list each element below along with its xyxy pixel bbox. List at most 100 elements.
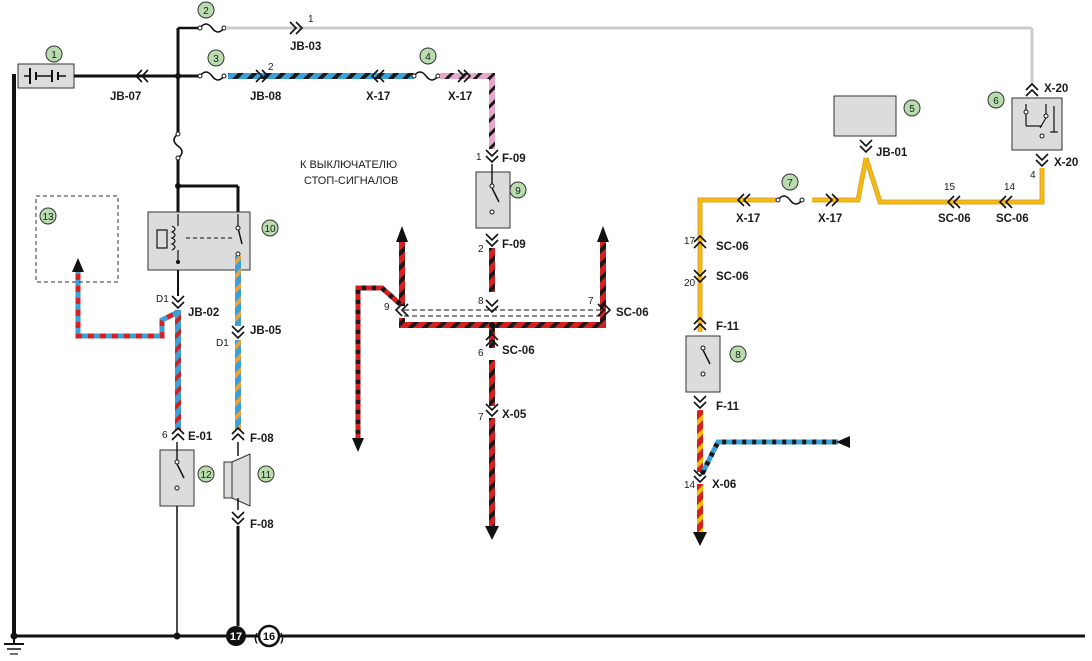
connector-x05 [485,403,499,418]
svg-text:4: 4 [1030,170,1036,181]
svg-text:X-06: X-06 [712,479,736,491]
wire-f11-x06 [697,410,703,472]
svg-text:X-17: X-17 [448,91,472,103]
svg-text:1: 1 [476,152,482,163]
connector-sc06-20 [693,269,707,284]
badge-5: 5 [903,99,921,117]
svg-text:5: 5 [909,104,915,115]
ground-point-16: ( 16 ) [254,624,284,648]
svg-text:15: 15 [944,182,956,193]
connector-sc06-15 [946,195,961,209]
svg-text:JB-08: JB-08 [250,91,282,103]
svg-text:F-09: F-09 [502,153,526,165]
badge-2: 2 [197,1,215,19]
connector-pin8 [485,299,499,314]
svg-text:1: 1 [51,50,57,61]
svg-text:7: 7 [478,412,484,423]
relay [147,211,251,271]
svg-text:14: 14 [1004,182,1016,193]
svg-text:3: 3 [213,54,219,65]
connector-f11-bottom [693,395,707,410]
wire-switch9-out [489,248,495,292]
connector-x17-b [457,69,472,83]
arrow-up-left [396,226,408,242]
badge-7: 7 [781,173,799,191]
connector-jb01 [859,139,873,154]
fuse-relay-feed [173,131,183,161]
svg-text:6: 6 [478,348,484,359]
svg-text:F-09: F-09 [502,239,526,251]
connector-x20-bottom [1035,153,1049,168]
svg-text:D1: D1 [216,338,229,349]
connector-sc06-17 [693,234,707,249]
connector-x20-top [1025,82,1039,97]
wire-jb02-e01 [175,310,181,430]
svg-text:17: 17 [684,236,696,247]
arrow-up-right [597,226,609,242]
badge-8: 8 [729,345,747,363]
connector-f09-bottom [485,233,499,248]
svg-text:SC-06: SC-06 [996,213,1029,225]
svg-text:F-08: F-08 [250,433,274,445]
svg-text:12: 12 [200,470,212,481]
connector-e01 [171,426,185,441]
svg-text:2: 2 [478,244,484,255]
svg-text:13: 13 [42,212,54,223]
note-line-1: К ВЫКЛЮЧАТЕЛЮ [300,159,397,171]
connector-f11-top [693,316,707,331]
svg-text:SC-06: SC-06 [716,271,749,283]
horn-11 [223,442,251,510]
svg-text:F-11: F-11 [716,321,740,333]
svg-text:1: 1 [308,14,314,25]
svg-text:11: 11 [261,470,272,481]
svg-text:9: 9 [384,302,390,313]
svg-text:9: 9 [515,186,521,197]
wire-pink-vertical [489,73,495,149]
wire-splice [400,322,606,328]
svg-text:X-17: X-17 [736,213,760,225]
svg-text:E-01: E-01 [188,431,213,443]
svg-text:X-20: X-20 [1044,83,1068,95]
fuse-2 [197,23,227,33]
svg-text:20: 20 [684,278,696,289]
fuse-4 [411,71,441,81]
connector-x17-a [370,69,385,83]
svg-text:JB-05: JB-05 [250,325,282,337]
note-line-2: СТОП-СИГНАЛОВ [304,175,398,187]
badge-4: 4 [419,47,437,65]
wire-x05-down [489,418,495,526]
svg-text:SC-06: SC-06 [502,345,535,357]
badge-12: 12 [197,465,215,483]
svg-text:8: 8 [735,350,741,361]
svg-text:14: 14 [684,480,696,491]
badge-1: 1 [45,45,63,63]
svg-text:6: 6 [162,430,168,441]
wire-to-13 [75,270,180,339]
connector-f08-top [231,426,245,441]
badge-13: 13 [39,207,57,225]
svg-text:8: 8 [478,296,484,307]
badge-9: 9 [509,181,527,199]
badge-10: 10 [261,219,279,237]
wire-blue-black [228,73,414,79]
badge-6: 6 [987,91,1005,109]
connector-pin9 [394,303,409,317]
svg-text:6: 6 [993,96,999,107]
wire-relay-out-right [235,256,241,326]
badge-3: 3 [207,49,225,67]
svg-text:X-17: X-17 [366,91,390,103]
switch-8 [685,335,721,393]
connector-sc06-14 [998,195,1013,209]
arrow-to-13 [72,258,84,272]
svg-text:F-08: F-08 [250,519,274,531]
connector-jb08 [255,69,270,83]
svg-text:JB-01: JB-01 [876,147,908,159]
svg-text:X-20: X-20 [1054,157,1078,169]
relay-6 [1011,97,1063,151]
connector-jb03-mark [289,21,304,35]
switch-12 [159,442,195,507]
svg-text:D1: D1 [156,294,169,305]
svg-text:2: 2 [268,62,274,73]
connector-f08-bottom [231,511,245,526]
